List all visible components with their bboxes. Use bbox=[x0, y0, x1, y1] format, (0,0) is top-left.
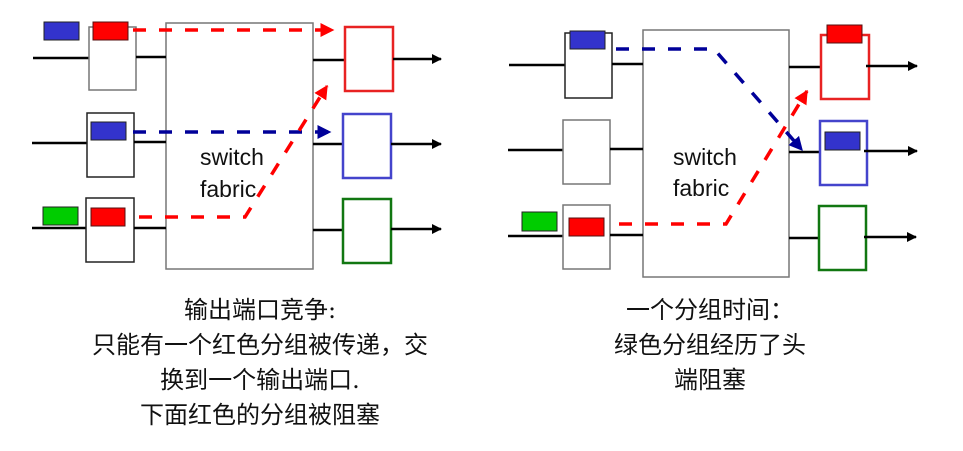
left-panel: switch fabric bbox=[32, 21, 442, 270]
path-blue-top bbox=[616, 47, 804, 152]
input-queue-2 bbox=[562, 119, 611, 185]
output-queue-blue bbox=[341, 112, 393, 180]
packet-blue-output bbox=[824, 131, 861, 151]
caption-left: 输出端口竞争: 只能有一个红色分组被传递，交 换到一个输出端口. 下面红色的分组… bbox=[20, 293, 500, 433]
caption-right: 一个分组时间： 绿色分组经历了头 端阻塞 bbox=[520, 293, 900, 398]
packet-red-3 bbox=[90, 207, 126, 227]
packet-green-waiting bbox=[42, 206, 79, 226]
right-panel: switch fabric bbox=[508, 24, 918, 278]
caption-left-line-4: 下面红色的分组被阻塞 bbox=[140, 401, 380, 429]
caption-right-line-2: 绿色分组经历了头 bbox=[614, 331, 806, 359]
fabric-label-line1: switch bbox=[200, 144, 264, 170]
packet-blue-2 bbox=[90, 121, 127, 141]
output-queue-red bbox=[819, 33, 871, 101]
output-queue-blue bbox=[818, 119, 869, 187]
fabric-label-line2: fabric bbox=[673, 175, 729, 201]
caption-left-line-2: 只能有一个红色分组被传递，交 bbox=[92, 331, 428, 359]
packet-green-blocked bbox=[521, 211, 558, 232]
caption-left-line-3: 换到一个输出端口. bbox=[160, 366, 360, 394]
packet-blue-1 bbox=[569, 30, 606, 50]
path-red-bottom bbox=[139, 84, 329, 219]
caption-right-line-1: 一个分组时间： bbox=[626, 296, 794, 324]
output-queue-green bbox=[817, 204, 868, 272]
input-queue-3 bbox=[562, 204, 611, 270]
path-red-bottom bbox=[619, 89, 809, 226]
packet-blue-waiting bbox=[43, 21, 80, 41]
switch-fabric bbox=[642, 29, 790, 278]
packet-red-output bbox=[826, 24, 863, 44]
caption-right-line-3: 端阻塞 bbox=[674, 366, 746, 394]
caption-left-line-1: 输出端口竞争: bbox=[183, 296, 337, 324]
packet-red-3 bbox=[568, 217, 605, 237]
fabric-label-line1: switch bbox=[673, 144, 737, 170]
packet-red-1 bbox=[92, 21, 129, 41]
fabric-label-line2: fabric bbox=[200, 176, 256, 202]
output-queue-red bbox=[343, 25, 395, 93]
output-queue-green bbox=[341, 197, 393, 265]
